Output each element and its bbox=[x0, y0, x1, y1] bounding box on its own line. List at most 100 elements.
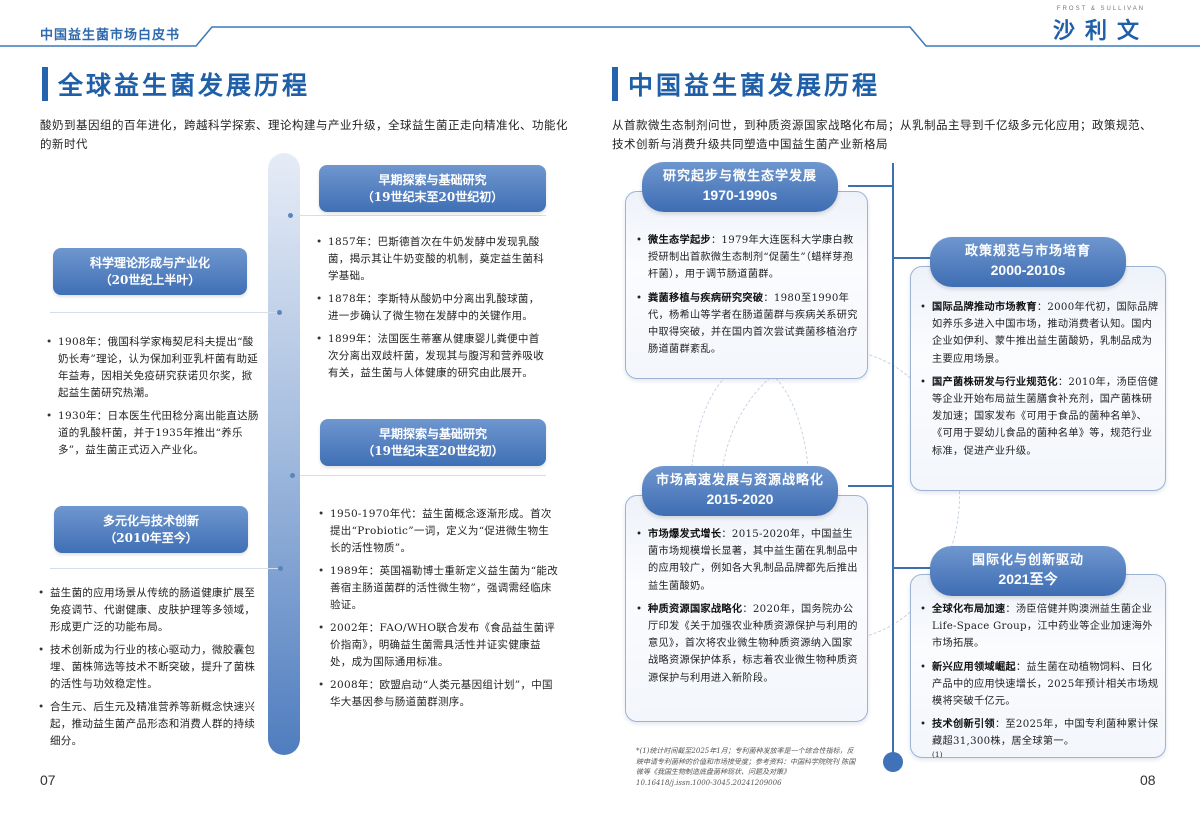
stage-events-list: 1950-1970年代：益生菌概念逐渐形成。首次提出“Probiotic”一词，… bbox=[318, 506, 558, 717]
left-section-title: 全球益生菌发展历程 bbox=[42, 66, 310, 102]
event-item: 1878年：李斯特从酸奶中分离出乳酸球菌，进一步确认了微生物在发酵中的关键作用。 bbox=[316, 291, 548, 325]
page-number-left: 07 bbox=[40, 772, 56, 788]
stage-title: 政策规范与市场培育 bbox=[964, 244, 1091, 259]
stage-title: 国际化与创新驱动 bbox=[971, 553, 1084, 568]
left-page-title: 全球益生菌发展历程 bbox=[58, 71, 311, 100]
event-item: 1908年：俄国科学家梅契尼科夫提出“酸奶长寿”理论，认为保加利亚乳杆菌有助延年… bbox=[46, 334, 262, 402]
stage-period: 2000-2010s bbox=[990, 262, 1066, 278]
footnote-reference: (1) bbox=[932, 750, 943, 759]
header-divider-line bbox=[0, 26, 1200, 47]
event-item: 1857年：巴斯德首次在牛奶发酵中发现乳酸菌，揭示其让牛奶变酸的机制，奠定益生菌… bbox=[316, 234, 548, 285]
timeline-end-dot bbox=[883, 752, 903, 772]
stage-title: 早期探索与基础研究 bbox=[378, 173, 487, 187]
right-section-title: 中国益生菌发展历程 bbox=[612, 66, 880, 102]
footnote: *(1)统计时间截至2025年1月；专利菌种发放率是一个综合性指标，反映申请专利… bbox=[636, 747, 856, 787]
event-item: 2002年：FAO/WHO联合发布《食品益生菌评价指南》，明确益生菌需具活性并证… bbox=[318, 620, 558, 671]
timeline-connector bbox=[50, 312, 280, 313]
logo-english: FROST & SULLIVAN bbox=[1056, 6, 1146, 12]
event-item: 微生态学起步：1979年大连医科大学康白教授研制出首款微生态制剂“促菌生”（蜡样… bbox=[636, 232, 862, 284]
timeline-dot bbox=[277, 310, 282, 315]
event-item: 1989年：英国福勒博士重新定义益生菌为“能改善宿主肠道菌群的活性微生物”，强调… bbox=[318, 563, 558, 614]
stage-header-theory-industrialization: 科学理论形成与产业化 （20世纪上半叶） bbox=[53, 248, 247, 295]
stage-period: （19世纪末至20世纪初） bbox=[361, 190, 504, 204]
timeline-dot bbox=[290, 473, 295, 478]
event-item: 技术创新引领：至2025年，中国专利菌种累计保藏超31,300株，居全球第一。 (… bbox=[920, 716, 1160, 758]
stage-title: 科学理论形成与产业化 bbox=[89, 256, 210, 270]
event-text: ：1980至1990年代，杨希山等学者在肠道菌群与疾病关系研究中取得突破，并在国… bbox=[648, 292, 858, 356]
right-page-title: 中国益生菌发展历程 bbox=[628, 71, 881, 100]
timeline-branch bbox=[893, 567, 938, 569]
stage-pill-1970-1990s: 研究起步与微生态学发展 1970-1990s bbox=[642, 162, 838, 212]
event-label: 微生态学起步 bbox=[648, 234, 711, 246]
timeline-connector bbox=[300, 215, 546, 216]
event-item: 1950-1970年代：益生菌概念逐渐形成。首次提出“Probiotic”一词，… bbox=[318, 506, 558, 557]
event-label: 全球化布局加速 bbox=[932, 603, 1006, 615]
stage-pill-2015-2020: 市场高速发展与资源战略化 2015-2020 bbox=[642, 466, 838, 516]
event-text: ：2015-2020年，中国益生菌市场规模增长显著，其中益生菌在乳制品中的应用较… bbox=[648, 529, 858, 592]
timeline-axis bbox=[892, 163, 894, 763]
event-item: 合生元、后生元及精准营养等新概念快速兴起，推动益生菌产品形态和消费人群的持续细分… bbox=[38, 699, 262, 750]
event-item: 种质资源国家战略化：2020年，国务院办公厅印发《关于加强农业种质资源保护与利用… bbox=[636, 601, 862, 687]
event-item: 1930年：日本医生代田稔分离出能直达肠道的乳酸杆菌，并于1935年推出“养乐多… bbox=[46, 408, 262, 459]
event-text: ：2020年，国务院办公厅印发《关于加强农业种质资源保护与利用的意见》，首次将农… bbox=[648, 603, 858, 684]
stage-events-list: 全球化布局加速：汤臣倍健并购澳洲益生菌企业Life-Space Group，江中… bbox=[920, 601, 1160, 765]
stage-title: 多元化与技术创新 bbox=[102, 514, 199, 528]
stage-title: 市场高速发展与资源战略化 bbox=[655, 473, 824, 488]
timeline-connector bbox=[50, 568, 280, 569]
stage-period: （2010年至今） bbox=[104, 531, 198, 545]
timeline-branch bbox=[848, 185, 893, 187]
event-label: 国产菌株研发与行业规范化 bbox=[932, 375, 1058, 388]
right-page-subtitle: 从首款微生态制剂问世，到种质资源国家战略化布局；从乳制品主导到千亿级多元化应用；… bbox=[612, 118, 1152, 151]
stage-title: 早期探索与基础研究 bbox=[378, 427, 487, 441]
event-label: 种质资源国家战略化 bbox=[648, 602, 743, 615]
stage-header-early-exploration-2: 早期探索与基础研究 （19世纪末至20世纪初） bbox=[320, 419, 546, 466]
event-label: 国际品牌推动市场教育 bbox=[932, 301, 1037, 313]
stage-period: 2015-2020 bbox=[706, 491, 774, 507]
timeline-branch bbox=[848, 485, 893, 487]
event-label: 市场爆发式增长 bbox=[648, 528, 722, 540]
stage-header-diversification-innovation: 多元化与技术创新 （2010年至今） bbox=[54, 506, 248, 553]
event-item: 2008年：欧盟启动“人类元基因组计划”，中国华大基因参与肠道菌群测序。 bbox=[318, 677, 558, 711]
timeline-dot bbox=[278, 566, 283, 571]
title-accent-bar bbox=[42, 67, 48, 101]
event-text: ：2000年代初，国际品牌如养乐多进入中国市场，推动消费者认知。国内企业如伊利、… bbox=[932, 302, 1159, 365]
stage-pill-2000-2010s: 政策规范与市场培育 2000-2010s bbox=[930, 237, 1126, 287]
stage-period: （19世纪末至20世纪初） bbox=[362, 444, 504, 458]
event-text: ：汤臣倍健并购澳洲益生菌企业Life-Space Group，江中药业等企业加速… bbox=[932, 604, 1153, 650]
stage-pill-2021-present: 国际化与创新驱动 2021至今 bbox=[930, 546, 1126, 596]
event-text: ：益生菌在动植物饲料、日化产品中的应用快速增长，2025年预计相关市场规模将突破… bbox=[932, 661, 1159, 708]
stage-header-early-exploration: 早期探索与基础研究 （19世纪末至20世纪初） bbox=[319, 165, 546, 212]
page-number-right: 08 bbox=[1140, 772, 1156, 788]
event-item: 全球化布局加速：汤臣倍健并购澳洲益生菌企业Life-Space Group，江中… bbox=[920, 601, 1160, 653]
event-item: 1899年：法国医生蒂塞从健康婴儿粪便中首次分离出双歧杆菌，发现其与腹泻和营养吸… bbox=[316, 331, 548, 382]
stage-period: （20世纪上半叶） bbox=[99, 273, 201, 287]
event-item: 国际品牌推动市场教育：2000年代初，国际品牌如养乐多进入中国市场，推动消费者认… bbox=[920, 299, 1160, 368]
timeline-rail bbox=[268, 153, 300, 755]
stage-events-list: 益生菌的应用场景从传统的肠道健康扩展至免疫调节、代谢健康、皮肤护理等多领域，形成… bbox=[38, 585, 262, 756]
title-accent-bar bbox=[612, 67, 618, 101]
event-item: 技术创新成为行业的核心驱动力，微胶囊包埋、菌株筛选等技术不断突破，提升了菌株的活… bbox=[38, 642, 262, 693]
event-label: 技术创新引领 bbox=[932, 718, 995, 731]
timeline-connector bbox=[300, 475, 546, 476]
logo-chinese: 沙利文 bbox=[1052, 19, 1149, 44]
left-page-subtitle: 酸奶到基因组的百年进化，跨越科学探索、理论构建与产业升级，全球益生菌正走向精准化… bbox=[40, 118, 568, 151]
event-text: ：至2025年，中国专利菌种累计保藏超31,300株，居全球第一。 bbox=[932, 719, 1159, 748]
event-item: 市场爆发式增长：2015-2020年，中国益生菌市场规模增长显著，其中益生菌在乳… bbox=[636, 526, 862, 595]
event-item: 新兴应用领域崛起：益生菌在动植物饲料、日化产品中的应用快速增长，2025年预计相… bbox=[920, 659, 1160, 711]
event-label: 粪菌移植与疾病研究突破 bbox=[648, 291, 764, 304]
stage-title: 研究起步与微生态学发展 bbox=[662, 169, 817, 184]
event-text: ：1979年大连医科大学康白教授研制出首款微生态制剂“促菌生”（蜡样芽孢杆菌），… bbox=[648, 235, 854, 281]
frost-sullivan-logo: FROST & SULLIVAN 沙利文 bbox=[1046, 6, 1156, 45]
stage-period: 1970-1990s bbox=[702, 187, 778, 203]
document-title: 中国益生菌市场白皮书 bbox=[40, 28, 181, 43]
event-label: 新兴应用领域崛起 bbox=[932, 660, 1016, 673]
event-item: 粪菌移植与疾病研究突破：1980至1990年代，杨希山等学者在肠道菌群与疾病关系… bbox=[636, 290, 862, 359]
stage-period: 2021至今 bbox=[998, 571, 1058, 587]
stage-events-list: 国际品牌推动市场教育：2000年代初，国际品牌如养乐多进入中国市场，推动消费者认… bbox=[920, 299, 1160, 466]
timeline-branch bbox=[893, 257, 938, 259]
stage-events-list: 1857年：巴斯德首次在牛奶发酵中发现乳酸菌，揭示其让牛奶变酸的机制，奠定益生菌… bbox=[316, 234, 548, 388]
event-item: 益生菌的应用场景从传统的肠道健康扩展至免疫调节、代谢健康、皮肤护理等多领域，形成… bbox=[38, 585, 262, 636]
event-text: ：2010年，汤臣倍健等企业开始布局益生菌膳食补充剂，国产菌株研发加速；国家发布… bbox=[932, 376, 1159, 457]
stage-events-list: 市场爆发式增长：2015-2020年，中国益生菌市场规模增长显著，其中益生菌在乳… bbox=[636, 526, 862, 693]
timeline-dot bbox=[288, 213, 293, 218]
